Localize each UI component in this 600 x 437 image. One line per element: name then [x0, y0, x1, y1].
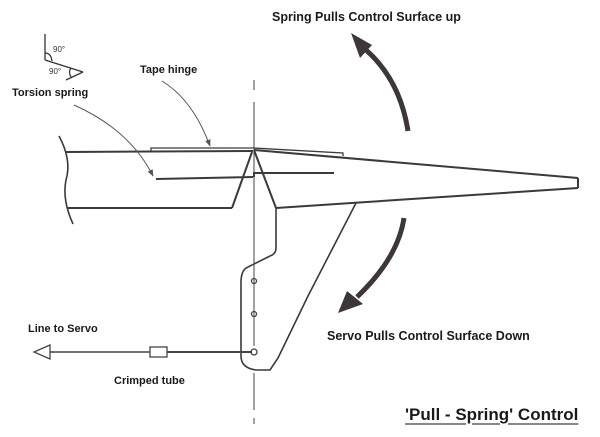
tape-hinge: [150, 147, 344, 156]
torsion-spring-leader: [73, 104, 154, 177]
angle-label-1: 90°: [53, 45, 66, 54]
torsion-spring-label: Torsion spring: [12, 87, 89, 99]
crimped-tube: [149, 346, 168, 358]
servo-line: [32, 344, 252, 360]
line-to-servo-label: Line to Servo: [28, 323, 98, 335]
wing-fixed-section: [58, 135, 254, 225]
tape-hinge-label: Tape hinge: [140, 64, 198, 76]
spring-up-arrow-icon: [351, 33, 411, 132]
crimped-tube-label: Crimped tube: [114, 375, 185, 387]
servo-pulls-label: Servo Pulls Control Surface Down: [327, 329, 530, 343]
spring-pulls-label: Spring Pulls Control Surface up: [272, 10, 461, 24]
diagram-title: 'Pull - Spring' Control: [405, 405, 579, 424]
servo-down-arrow-icon: [338, 217, 407, 313]
tape-hinge-leader: [161, 80, 211, 147]
servo-arrowhead-icon: [32, 344, 51, 360]
angle-legend-icon: [44, 34, 84, 81]
angle-label-2: 90°: [49, 67, 62, 76]
leader-lines: [73, 80, 211, 177]
